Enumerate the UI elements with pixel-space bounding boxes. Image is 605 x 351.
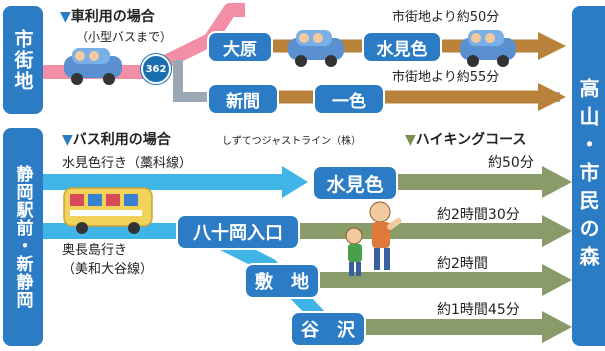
hikers-icon [345,201,402,276]
hiking-header-triangle-icon: ▼ [405,132,416,148]
bus-line2-label-a: 奥長島行き [62,243,128,258]
city-label-text: 市街地 [11,28,34,92]
hike2-arrowhead [542,215,572,247]
car-header: ▼車利用の場合 [60,6,155,26]
bus-line1-label: 水見色行き（藁科線） [62,156,193,171]
destination-label: 高山・市民の森 [572,6,605,346]
car-icon-right [460,30,516,67]
car-time-top: 市街地より約50分 [392,10,500,25]
destination-text: 高山・市民の森 [576,78,600,274]
hiking-time-4: 約1時間45分 [437,302,520,318]
hiking-time-1: 約50分 [488,155,534,171]
hiking-time-2: 約2時間30分 [437,207,520,223]
car-icon-mid [288,30,344,67]
bus-header-triangle-icon: ▼ [62,132,73,148]
car-header-triangle-icon: ▼ [60,9,71,25]
route-number-badge: 362 [141,54,171,84]
station-label-text: 静岡駅前・新静岡 [12,165,33,309]
bus-line1-arrowhead [282,166,308,198]
station-shinma: 新間 [207,83,279,115]
station-shikiji: 敷 地 [244,263,320,299]
bus-header-text: バス利用の場合 [72,132,171,148]
brown-arrowhead-bottom [538,83,566,111]
hiking-header: ▼ハイキングコース [405,129,526,149]
station-isshiki: 一色 [313,83,385,115]
car-header-text: 車利用の場合 [70,9,155,25]
brown-arrowhead-top [538,32,566,60]
hike3-arrowhead [542,264,572,296]
station-ohara: 大原 [207,31,273,63]
hike4-arrowhead [542,311,572,343]
car-subheader: （小型バスまで） [76,30,173,44]
station-yasooka-iriguchi: 八十岡入口 [176,214,300,250]
station-mizumiiro-bus: 水見色 [312,165,398,201]
bus-line2-label-b: （美和大谷線） [62,262,154,277]
station-label: 静岡駅前・新静岡 [3,128,43,346]
car-time-bottom: 市街地より約55分 [392,70,500,85]
station-yazawa: 谷 沢 [290,311,366,347]
station-mizumiiro-car: 水見色 [362,31,442,63]
hiking-header-text: ハイキングコース [415,132,527,148]
city-label: 市街地 [3,6,43,114]
hiking-time-3: 約2時間 [437,256,488,272]
hike1-arrowhead [542,166,572,198]
bus-company: しずてつジャストライン（株） [222,136,362,147]
car-icon-left [64,48,122,85]
bus-header: ▼バス利用の場合 [62,129,171,149]
bus-icon [63,187,153,234]
